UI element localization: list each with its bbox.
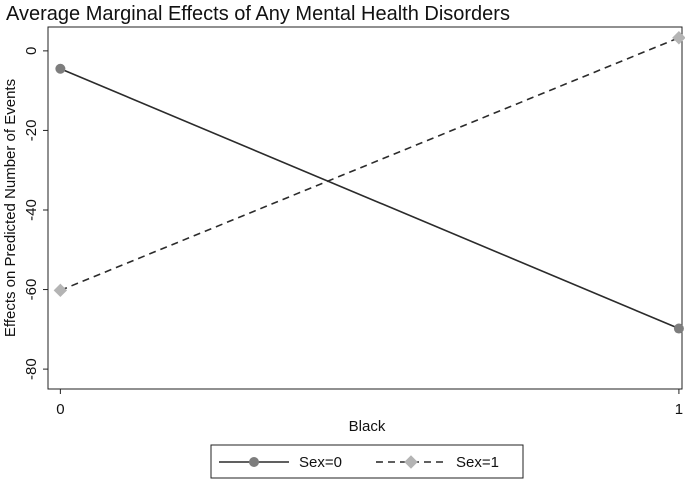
y-axis-ticks: 0 -20 -40 -60 -80 [23, 47, 48, 380]
series-line-sex-1 [60, 37, 680, 292]
legend: Sex=0 Sex=1 [210, 444, 524, 479]
legend-marker [249, 457, 259, 467]
x-tick-label: 0 [56, 401, 64, 418]
y-tick-label: -40 [23, 199, 40, 221]
series-sex-1 [53, 31, 685, 298]
y-axis-label: Effects on Predicted Number of Events [2, 79, 19, 337]
chart-title: Average Marginal Effects of Any Mental H… [6, 3, 510, 25]
x-tick-label: 1 [675, 401, 683, 418]
y-tick-label: -60 [23, 279, 40, 301]
y-tick-label: -20 [23, 120, 40, 142]
data-point-sex-1 [53, 283, 68, 298]
data-point-sex-1 [672, 31, 685, 45]
series-sex-0 [55, 63, 684, 334]
data-point-sex-0 [55, 63, 66, 74]
data-point-sex-0 [673, 323, 684, 334]
legend-items: Sex=0 Sex=1 [219, 454, 499, 471]
x-axis-label: Black [349, 418, 386, 435]
legend-item-sex-0: Sex=0 [219, 454, 342, 471]
y-tick-label: -80 [23, 358, 40, 380]
legend-label: Sex=0 [299, 454, 342, 471]
legend-label: Sex=1 [456, 454, 499, 471]
y-tick-label: 0 [23, 47, 40, 55]
legend-marker [404, 455, 418, 469]
legend-item-sex-1: Sex=1 [376, 454, 499, 471]
series-line-sex-0 [60, 68, 680, 330]
series-layer [53, 31, 685, 334]
plot-area [47, 26, 683, 390]
legend-box [210, 444, 524, 479]
